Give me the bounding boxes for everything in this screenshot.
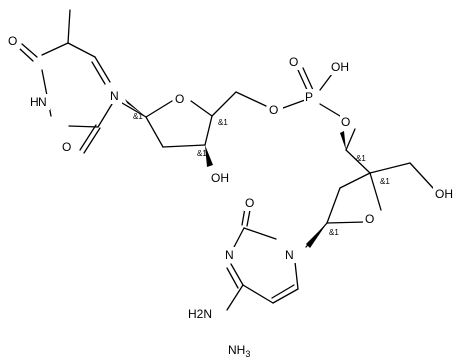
stereo-thymine-sugar-c3: &1: [197, 149, 207, 158]
wedge-bonds: [125, 99, 346, 248]
counter-ion-ammonia: NH3: [228, 343, 250, 359]
stereo-thymine-sugar-c4: &1: [218, 118, 228, 127]
atom-cytosine-nh2: H2N: [188, 307, 212, 321]
stereo-cytosine-sugar-c1: &1: [329, 228, 339, 237]
atom-phosphate-o-bridge: O: [341, 115, 350, 129]
stereo-labels: &1 &1 &1 &1 &1 &1: [133, 112, 390, 237]
atom-phosphorus: P: [305, 90, 313, 104]
atom-labels: O H N O N O OH O P O OH O O OH O N N: [6, 33, 459, 322]
atom-linker-o: O: [269, 103, 278, 117]
atom-thymine-nh-h: H: [30, 95, 39, 109]
atom-cytosine-n1: N: [285, 248, 294, 262]
atom-phosphate-oh: OH: [331, 60, 349, 74]
atom-sugar1-oh: OH: [211, 171, 229, 185]
atom-cytosine-o: O: [245, 196, 254, 210]
atom-cytosine-n3: N: [225, 248, 234, 262]
stereo-cytosine-sugar-c3: &1: [356, 154, 366, 163]
atom-sugar2-oh: OH: [435, 187, 453, 201]
atom-sugar1-ring-o: O: [175, 92, 184, 106]
atom-sugar2-ring-o: O: [365, 212, 374, 226]
atom-thymine-n1: N: [110, 89, 119, 103]
atom-thymine-o-bottom: O: [62, 140, 71, 154]
atom-thymine-nh-n: N: [38, 95, 47, 109]
stereo-thymine-sugar-c1: &1: [133, 112, 143, 121]
stereo-cytosine-sugar-c4: &1: [380, 177, 390, 186]
bonds: [19, 9, 434, 311]
atom-phosphate-o-double: O: [289, 55, 298, 69]
atom-thymine-o-top: O: [8, 34, 17, 48]
